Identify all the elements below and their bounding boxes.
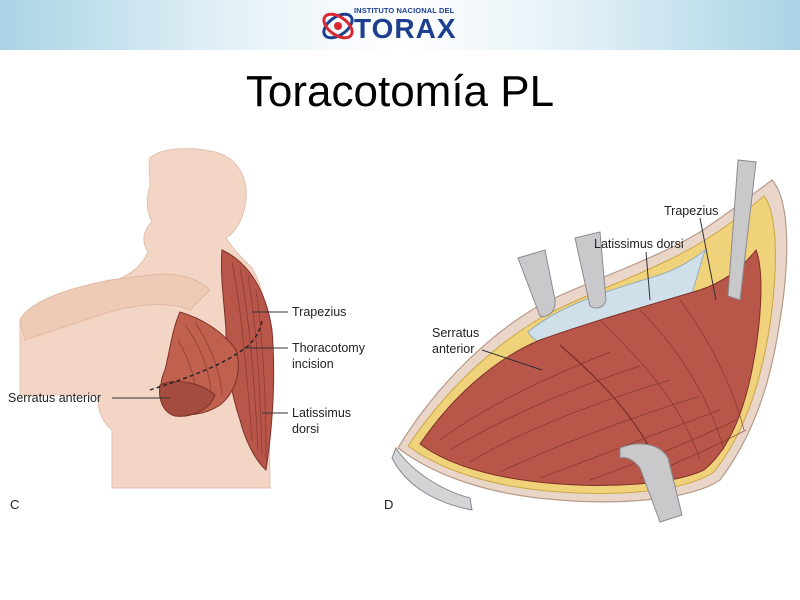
retractor-bottom-left (391, 446, 473, 511)
label-thoracotomy-c-line1: Thoracotomy (292, 341, 366, 355)
logo-emblem-icon (322, 12, 354, 40)
muscle-fibers-d (439, 299, 747, 481)
header-band (0, 0, 800, 50)
figure-c-letter: C (10, 497, 19, 512)
label-latissimus-c-line1: Latissimus (292, 406, 351, 420)
muscle-fibers-c (231, 261, 267, 461)
retractor-left-top (517, 249, 556, 317)
leader-serratus-d (481, 349, 543, 371)
logo-main-text: TORAX (354, 13, 457, 44)
label-trapezius-c: Trapezius (292, 305, 346, 319)
institute-logo: INSTITUTO NACIONAL DEL TORAX (318, 4, 456, 46)
arm-shape (19, 273, 211, 341)
label-serratus-d-line2: anterior (432, 342, 474, 356)
lower-muscle-c (159, 381, 216, 417)
figure-d-illustration: Trapezius Latissimus dorsi Serratus ante… (384, 159, 788, 523)
retractor-center-top (574, 231, 607, 309)
label-latissimus-d: Latissimus dorsi (594, 237, 684, 251)
figure-c-illustration: Trapezius Thoracotomy incision Latissimu… (8, 148, 366, 512)
retractor-bottom (619, 443, 683, 523)
logo-top-text: INSTITUTO NACIONAL DEL (354, 6, 455, 15)
label-trapezius-d: Trapezius (664, 204, 718, 218)
leader-latissimus-d (645, 251, 651, 301)
label-serratus-d-line1: Serratus (432, 326, 479, 340)
label-serratus-c: Serratus anterior (8, 391, 101, 405)
figure-d-letter: D (384, 497, 393, 512)
slide-title: Toracotomía PL (245, 67, 555, 116)
label-thoracotomy-c-line2: incision (292, 357, 334, 371)
label-latissimus-c-line2: dorsi (292, 422, 319, 436)
retractor-right-top (727, 159, 757, 301)
leader-trapezius-d (699, 217, 717, 301)
